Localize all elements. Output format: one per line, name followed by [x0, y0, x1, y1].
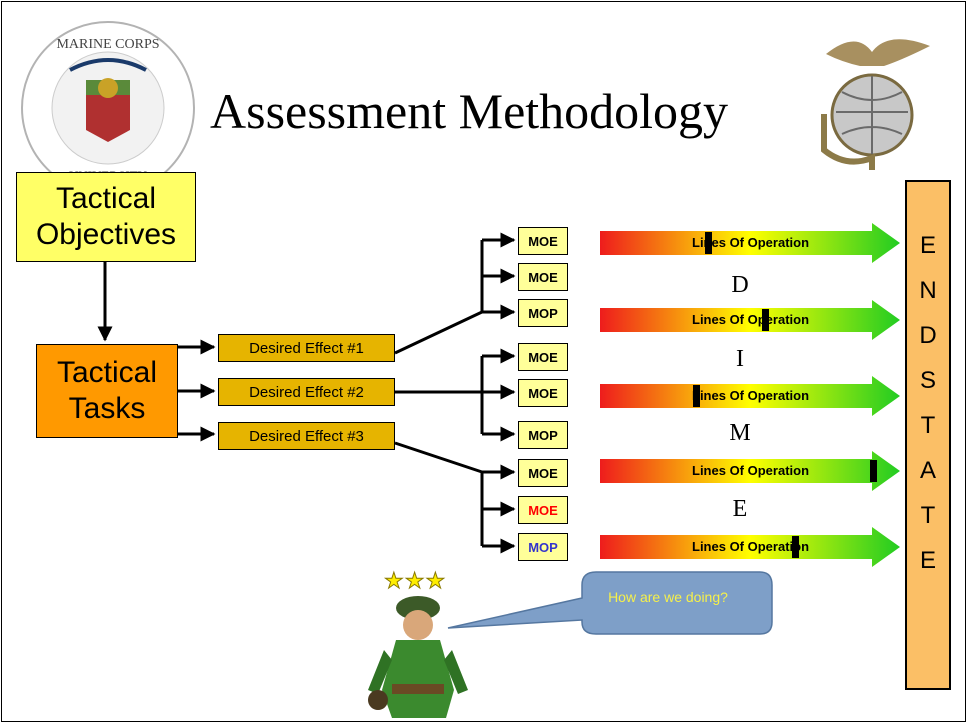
line-of-operation-arrow	[600, 223, 900, 263]
measure-box: MOE	[518, 343, 568, 371]
progress-marker	[792, 536, 799, 558]
tactical-tasks-box: Tactical Tasks	[36, 344, 178, 438]
endstate-letter: T	[920, 502, 936, 529]
line-of-operation-arrow	[600, 527, 900, 567]
dime-letter: M	[729, 420, 751, 446]
measure-label: MOE	[528, 465, 558, 481]
endstate-letter: E	[919, 232, 936, 259]
endstate-letter: T	[920, 412, 936, 439]
endstate-letter: E	[919, 547, 936, 574]
measure-label: MOE	[528, 269, 558, 285]
dime-letter: I	[736, 346, 744, 372]
tactical-objectives-box: Tactical Objectives	[16, 172, 196, 262]
line-of-operation-label: Lines Of Operation	[692, 463, 810, 478]
desired-effect-label: Desired Effect #1	[249, 339, 364, 357]
desired-effect-label: Desired Effect #2	[249, 383, 364, 401]
general-rank-stars: ★★★	[383, 568, 447, 594]
progress-marker	[705, 232, 712, 254]
progress-marker	[762, 309, 769, 331]
university-seal-logo: MARINE CORPS UNIVERSITY	[21, 21, 195, 195]
lines-of-operation-layer	[600, 223, 900, 567]
measure-box: MOE	[518, 379, 568, 407]
measure-box: MOP	[518, 299, 568, 327]
page-title: Assessment Methodology	[210, 83, 729, 139]
soldier-illustration	[368, 596, 468, 718]
line-of-operation-label: Lines Of Operation	[692, 539, 810, 554]
measure-box: MOE	[518, 496, 568, 524]
endstate-letter: S	[919, 367, 936, 394]
desired-effect-box: Desired Effect #3	[218, 422, 395, 450]
line-of-operation-arrow	[600, 300, 900, 340]
eagle-globe-anchor-emblem	[821, 39, 930, 170]
line-of-operation-label: Lines Of Operation	[692, 235, 810, 250]
line-of-operation-label: Lines Of Operation	[692, 312, 810, 327]
desired-effect-box: Desired Effect #1	[218, 334, 395, 362]
callout-text: How are we doing?	[608, 589, 728, 605]
measure-label: MOP	[528, 305, 558, 321]
endstate-letter: D	[919, 322, 937, 349]
measure-label: MOE	[528, 385, 558, 401]
dime-letter: D	[731, 272, 749, 298]
measure-label: MOP	[528, 539, 558, 555]
line-of-operation-label: Lines Of Operation	[692, 388, 810, 403]
callout-bubble	[447, 571, 773, 635]
measure-box: MOE	[518, 263, 568, 291]
measure-box: MOP	[518, 533, 568, 561]
measure-box: MOP	[518, 421, 568, 449]
endstate-box: E N D S T A T E	[905, 180, 951, 690]
measure-label: MOE	[528, 349, 558, 365]
measure-box: MOE	[518, 459, 568, 487]
measure-label: MOE	[528, 502, 558, 518]
desired-effect-box: Desired Effect #2	[218, 378, 395, 406]
progress-marker	[870, 460, 877, 482]
tactical-objectives-label: Tactical Objectives	[35, 182, 177, 251]
line-of-operation-arrow	[600, 376, 900, 416]
line-of-operation-arrow	[600, 451, 900, 491]
progress-marker	[693, 385, 700, 407]
measure-label: MOE	[528, 233, 558, 249]
tactical-tasks-label: Tactical Tasks	[56, 356, 158, 425]
seal-text-top: MARINE CORPS	[56, 37, 159, 52]
endstate-letter: N	[919, 277, 937, 304]
desired-effect-label: Desired Effect #3	[249, 427, 364, 445]
measure-box: MOE	[518, 227, 568, 255]
dime-letter: E	[732, 496, 748, 522]
measure-label: MOP	[528, 427, 558, 443]
endstate-letter: A	[919, 457, 936, 484]
